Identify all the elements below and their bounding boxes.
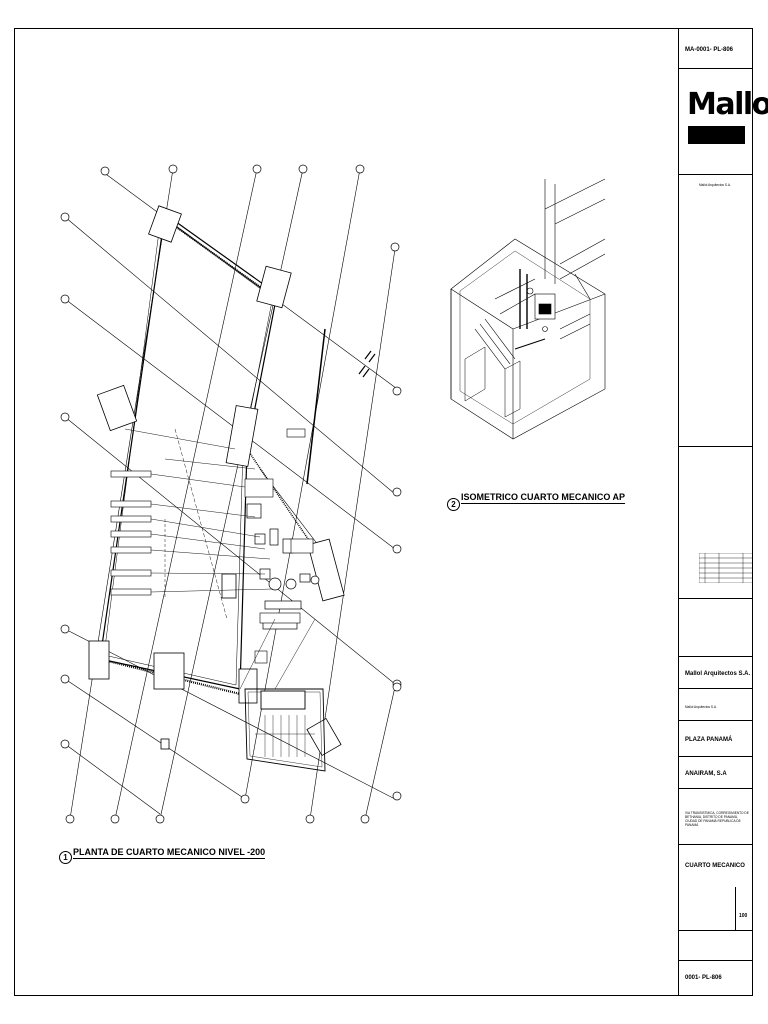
revisions-cell	[679, 447, 753, 599]
break-marks	[358, 350, 376, 378]
grid-line	[64, 743, 161, 815]
scale-box: 100	[735, 887, 754, 931]
iso-view-number: 2	[447, 498, 460, 511]
plan-view-number: 1	[59, 851, 72, 864]
grid-line	[114, 168, 258, 820]
client-name: Mallol Arquitectos S.A.	[685, 671, 751, 677]
drawing-sheet: 1 PLANTA DE CUARTO MECANICO NIVEL -200 2…	[14, 28, 768, 996]
dates-cell	[679, 931, 753, 961]
sheet-content-cell: CUARTO MECANICO 100	[679, 845, 753, 931]
title-block: MA-0001- PL-806 Mallol Mallol Arquitecto…	[678, 29, 768, 995]
project-cell: PLAZA PANAMÁ	[679, 721, 753, 757]
sheet-content: CUARTO MECANICO	[685, 863, 745, 869]
grid-line	[64, 416, 396, 685]
revision-table	[699, 553, 753, 583]
location-text: VIA TRANSISTMICA, CORREGIMIENTO DE BETHA…	[685, 811, 749, 827]
grid-line	[64, 216, 396, 495]
leader-lines	[124, 428, 316, 690]
design-by: Mallol Arquitectos S.A.	[685, 705, 717, 709]
grid-lines	[64, 168, 401, 820]
sheet-code-cell: MA-0001- PL-806	[679, 29, 753, 69]
isometric-drawing	[450, 178, 606, 440]
plan-view-title: PLANTA DE CUARTO MECANICO NIVEL -200	[73, 847, 266, 859]
sheet-code-bottom: 0001- PL-806	[685, 975, 722, 981]
equipment	[246, 503, 320, 630]
columns	[88, 205, 345, 757]
grid-bubbles	[60, 164, 402, 824]
sheet-code-top: MA-0001- PL-806	[685, 47, 734, 53]
logo-bar	[688, 126, 745, 144]
grid-line	[64, 678, 246, 800]
drawing-area: 1 PLANTA DE CUARTO MECANICO NIVEL -200 2…	[15, 29, 676, 995]
iso-view-title: ISOMETRICO CUARTO MECANICO AP	[461, 492, 626, 504]
grid-line	[64, 628, 396, 800]
client-cell: Mallol Arquitectos S.A.	[679, 657, 753, 689]
design-cell: Mallol Arquitectos S.A.	[679, 689, 753, 721]
grid-line	[64, 298, 396, 550]
grid-line	[364, 686, 396, 820]
beam-lines	[99, 213, 326, 696]
owner-name: ANAIRAM, S.A	[685, 771, 727, 777]
sheet-number-cell: 0001- PL-806	[679, 961, 753, 995]
location-cell: VIA TRANSISTMICA, CORREGIMIENTO DE BETHA…	[679, 789, 753, 845]
floor-plan-drawing	[60, 164, 606, 824]
logo-cell: Mallol	[679, 69, 768, 175]
firm-name-small: Mallol Arquitectos S.A.	[699, 183, 731, 187]
approval-cell	[679, 599, 753, 657]
scale-value: 100	[739, 913, 748, 919]
leader-notes	[110, 428, 314, 664]
owner-cell: ANAIRAM, S.A	[679, 757, 753, 789]
firm-logo: Mallol	[687, 87, 768, 122]
firm-cell: Mallol Arquitectos S.A.	[679, 175, 753, 447]
mechanical-room	[244, 688, 326, 772]
project-name: PLAZA PANAMÁ	[685, 737, 733, 743]
